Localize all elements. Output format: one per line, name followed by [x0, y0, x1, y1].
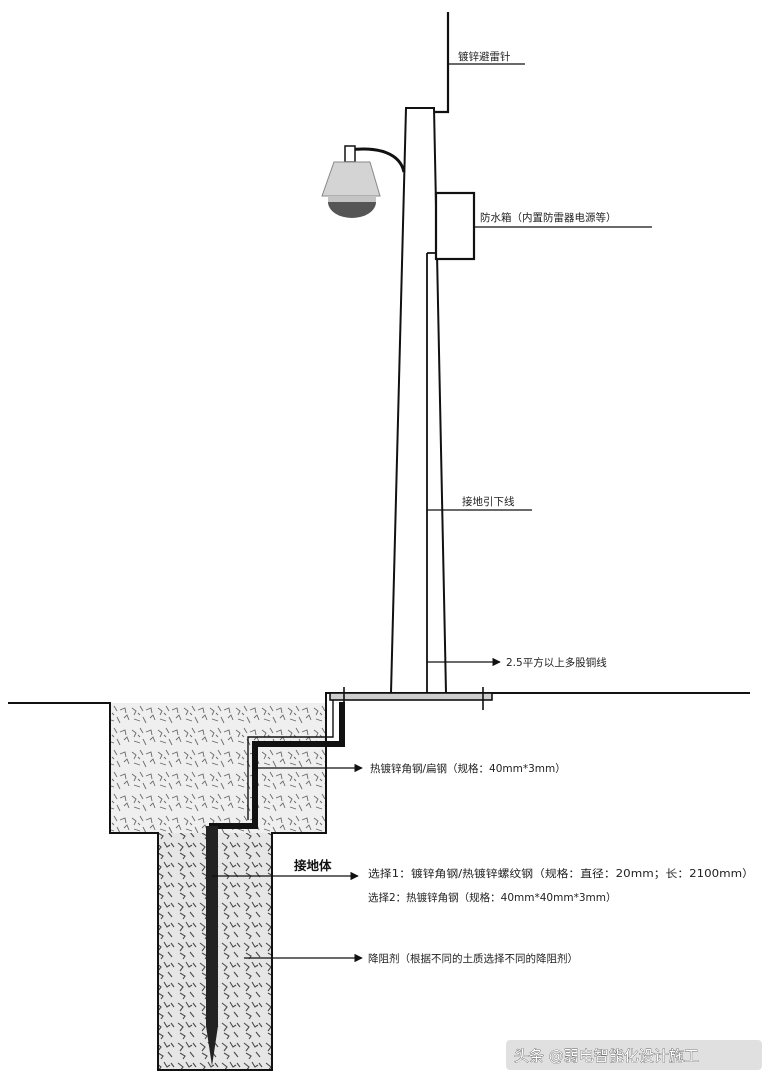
watermark: 头条 @弱电智能化设计施工	[506, 1040, 762, 1070]
flat-steel-conductor-outline	[247, 700, 334, 820]
grounding-rod	[206, 826, 218, 1066]
label-grounding-body: 接地体	[294, 858, 332, 873]
label-option2: 选择2：热镀锌角钢（规格：40mm*40mm*3mm）	[368, 891, 616, 904]
lightning-rod	[434, 12, 450, 114]
watermark-text: 头条 @弱电智能化设计施工	[514, 1047, 699, 1065]
pit-outline	[8, 692, 750, 1071]
label-down-conductor: 接地引下线	[462, 495, 515, 508]
label-bonding-wire: 2.5平方以上多股铜线	[506, 656, 607, 669]
label-flat-steel: 热镀锌角钢/扁钢（规格：40mm*3mm）	[370, 762, 566, 775]
protection-box	[434, 191, 476, 261]
label-lightning-rod: 镀锌避雷针	[458, 50, 511, 63]
base-plate	[329, 687, 493, 710]
camera-icon	[321, 145, 406, 218]
down-conductor	[426, 252, 436, 693]
label-protection-box: 防水箱（内置防雷器电源等）	[480, 211, 617, 224]
label-resistance-reducer: 降阻剂（根据不同的土质选择不同的降阻剂）	[368, 952, 578, 965]
label-option1: 选择1：镀锌角钢/热镀锌螺纹钢（规格：直径：20mm；长：2100mm）	[368, 867, 754, 880]
